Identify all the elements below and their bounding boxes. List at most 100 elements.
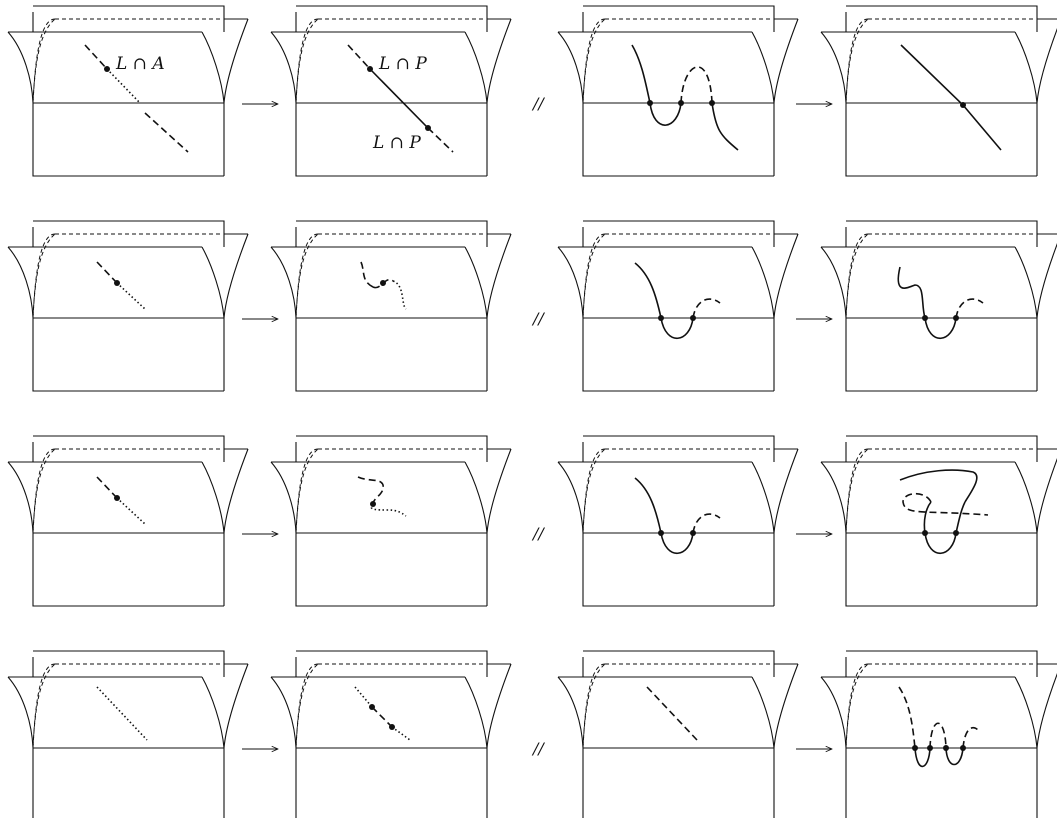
curve-solid	[945, 747, 964, 766]
curve-dashed	[680, 66, 713, 104]
panel-r3-c0	[7, 650, 249, 818]
front-right-cusp	[201, 31, 225, 104]
curve-dotted	[116, 282, 146, 310]
back-sheet-outline	[296, 435, 488, 462]
panel-r3-c1	[270, 650, 512, 818]
front-left-cusp	[820, 676, 847, 749]
panel-r2-c0	[7, 435, 249, 607]
curve-dashed	[144, 112, 189, 153]
panel-r2-c2	[557, 435, 799, 607]
intersection-point	[922, 315, 928, 321]
intersection-point	[370, 501, 376, 507]
back-right-cusp	[223, 18, 249, 104]
back-right-cusp	[486, 18, 512, 104]
label-l-cap-p-top: L ∩ P	[378, 54, 427, 74]
intersection-point	[927, 745, 933, 751]
front-left-cusp	[7, 246, 34, 319]
curve-dashed	[96, 261, 118, 284]
curve-dashed	[360, 261, 374, 288]
back-right-cusp	[773, 448, 799, 534]
lower-box	[295, 533, 488, 607]
front-left-cusp	[7, 461, 34, 534]
curve-solid	[914, 747, 931, 768]
panel-r2-c3	[820, 435, 1057, 607]
panel-r0-c3	[820, 5, 1057, 177]
front-left-cusp	[270, 676, 297, 749]
lower-box	[295, 318, 488, 392]
intersection-point	[114, 495, 120, 501]
curve-dotted	[370, 503, 407, 517]
lower-box	[845, 318, 1038, 392]
lower-box	[32, 533, 225, 607]
panel-r1-c3	[820, 220, 1057, 392]
back-sheet-left-edge	[32, 663, 56, 749]
back-sheet-outline	[583, 435, 775, 462]
back-sheet-left-edge	[32, 448, 56, 534]
front-left-cusp	[557, 461, 584, 534]
curve-dotted	[96, 686, 148, 741]
front-right-cusp	[751, 676, 775, 749]
front-right-cusp	[201, 676, 225, 749]
intersection-point	[114, 280, 120, 286]
panel-r1-c1	[270, 220, 512, 392]
curve-dashed	[902, 492, 989, 516]
front-left-cusp	[820, 31, 847, 104]
back-sheet-left-edge	[582, 233, 606, 319]
intersection-point	[690, 315, 696, 321]
intersection-point	[104, 66, 110, 72]
front-right-cusp	[1014, 31, 1038, 104]
back-sheet-outline	[33, 220, 225, 247]
lower-box	[582, 748, 775, 818]
lower-box	[582, 533, 775, 607]
curve-dashed	[347, 44, 371, 70]
separator-mark: //	[531, 739, 545, 758]
back-sheet-left-edge	[845, 18, 869, 104]
back-sheet-outline	[33, 5, 225, 32]
front-right-cusp	[751, 246, 775, 319]
front-left-cusp	[270, 461, 297, 534]
separator-mark: //	[531, 94, 545, 113]
curve-dashed	[962, 726, 979, 749]
curve-dashed	[371, 706, 393, 728]
panel-r2-c1	[270, 435, 512, 607]
back-sheet-left-edge	[295, 18, 319, 104]
lower-box	[845, 533, 1038, 607]
curve-solid	[955, 501, 966, 534]
back-right-cusp	[486, 233, 512, 319]
lower-box	[295, 103, 488, 177]
back-sheet-outline	[296, 220, 488, 247]
curve-dashed	[357, 476, 384, 505]
front-left-cusp	[820, 461, 847, 534]
back-sheet-outline	[583, 5, 775, 32]
curve-solid	[660, 532, 694, 554]
front-left-cusp	[270, 246, 297, 319]
back-sheet-outline	[846, 650, 1038, 677]
back-right-cusp	[486, 663, 512, 749]
back-sheet-left-edge	[845, 233, 869, 319]
front-right-cusp	[1014, 461, 1038, 534]
curve-dashed	[427, 127, 454, 153]
label-l-cap-a: L ∩ A	[115, 54, 165, 74]
back-sheet-outline	[846, 435, 1038, 462]
curve-solid	[899, 469, 978, 503]
intersection-point	[953, 530, 959, 536]
intersection-point	[922, 530, 928, 536]
front-left-cusp	[820, 246, 847, 319]
curve-solid	[711, 102, 739, 151]
back-sheet-left-edge	[32, 18, 56, 104]
intersection-point	[709, 100, 715, 106]
back-sheet-left-edge	[32, 233, 56, 319]
intersection-point	[953, 315, 959, 321]
front-left-cusp	[557, 246, 584, 319]
lower-box	[32, 748, 225, 818]
curve-dashed	[898, 686, 916, 749]
back-sheet-left-edge	[845, 448, 869, 534]
back-sheet-outline	[33, 650, 225, 677]
front-right-cusp	[464, 31, 488, 104]
intersection-point	[425, 125, 431, 131]
intersection-point	[369, 704, 375, 710]
back-right-cusp	[773, 663, 799, 749]
intersection-point	[389, 724, 395, 730]
curve-solid	[631, 44, 682, 126]
lower-box	[582, 318, 775, 392]
